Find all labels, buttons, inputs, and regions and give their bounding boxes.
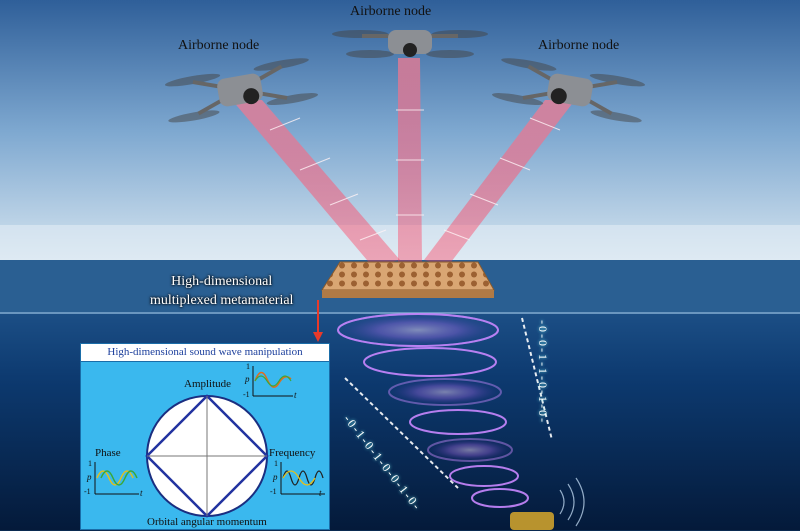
freq-axis-t: t <box>319 488 322 498</box>
label-metamaterial: High-dimensional multiplexed metamateria… <box>150 272 293 310</box>
label-amplitude: Amplitude <box>184 378 232 390</box>
panel-title: High-dimensional sound wave manipulation <box>81 344 329 362</box>
label-phase: Phase <box>95 447 121 459</box>
freq-axis-p: p <box>273 472 278 482</box>
receiver-sound-waves <box>559 477 585 527</box>
label-metamaterial-line1: High-dimensional <box>171 274 273 289</box>
label-orbital-angular-momentum: Orbital angular momentum <box>147 516 267 528</box>
metamaterial-edge <box>322 290 494 298</box>
amplitude-waveform <box>252 366 293 397</box>
drone-center <box>332 30 488 58</box>
panel-diagram <box>94 366 325 518</box>
freq-tick-neg: -1 <box>270 487 277 496</box>
phase-tick-pos: 1 <box>88 459 92 468</box>
beam-left <box>232 100 400 266</box>
code-line-left <box>344 377 459 489</box>
phase-waveform <box>94 462 139 495</box>
label-airborne-node-left: Airborne node <box>178 38 260 53</box>
phase-axis-p: p <box>87 472 92 482</box>
underwater-receiver <box>510 512 554 530</box>
amp-tick-neg: -1 <box>243 390 250 399</box>
amp-axis-t: t <box>294 390 297 400</box>
label-airborne-node-center: Airborne node <box>350 4 432 19</box>
metamaterial-plate <box>321 261 495 291</box>
drone-left <box>164 58 318 123</box>
sound-manipulation-panel: High-dimensional sound wave manipulation… <box>80 343 330 530</box>
amp-tick-pos: 1 <box>246 362 250 371</box>
phase-axis-t: t <box>140 488 143 498</box>
acoustic-vortex <box>337 313 529 508</box>
label-metamaterial-line2: multiplexed metamaterial <box>150 293 294 308</box>
label-airborne-node-right: Airborne node <box>538 38 620 53</box>
phase-tick-neg: -1 <box>84 487 91 496</box>
frequency-waveform <box>280 462 325 495</box>
label-frequency: Frequency <box>269 447 316 459</box>
freq-tick-pos: 1 <box>274 459 278 468</box>
drone-right <box>492 58 646 123</box>
binary-code-right: -0-0-1-1-0-1-0- <box>536 320 550 424</box>
beam-right <box>424 100 575 266</box>
beam-wave-crests <box>269 109 561 241</box>
amp-axis-p: p <box>245 374 250 384</box>
